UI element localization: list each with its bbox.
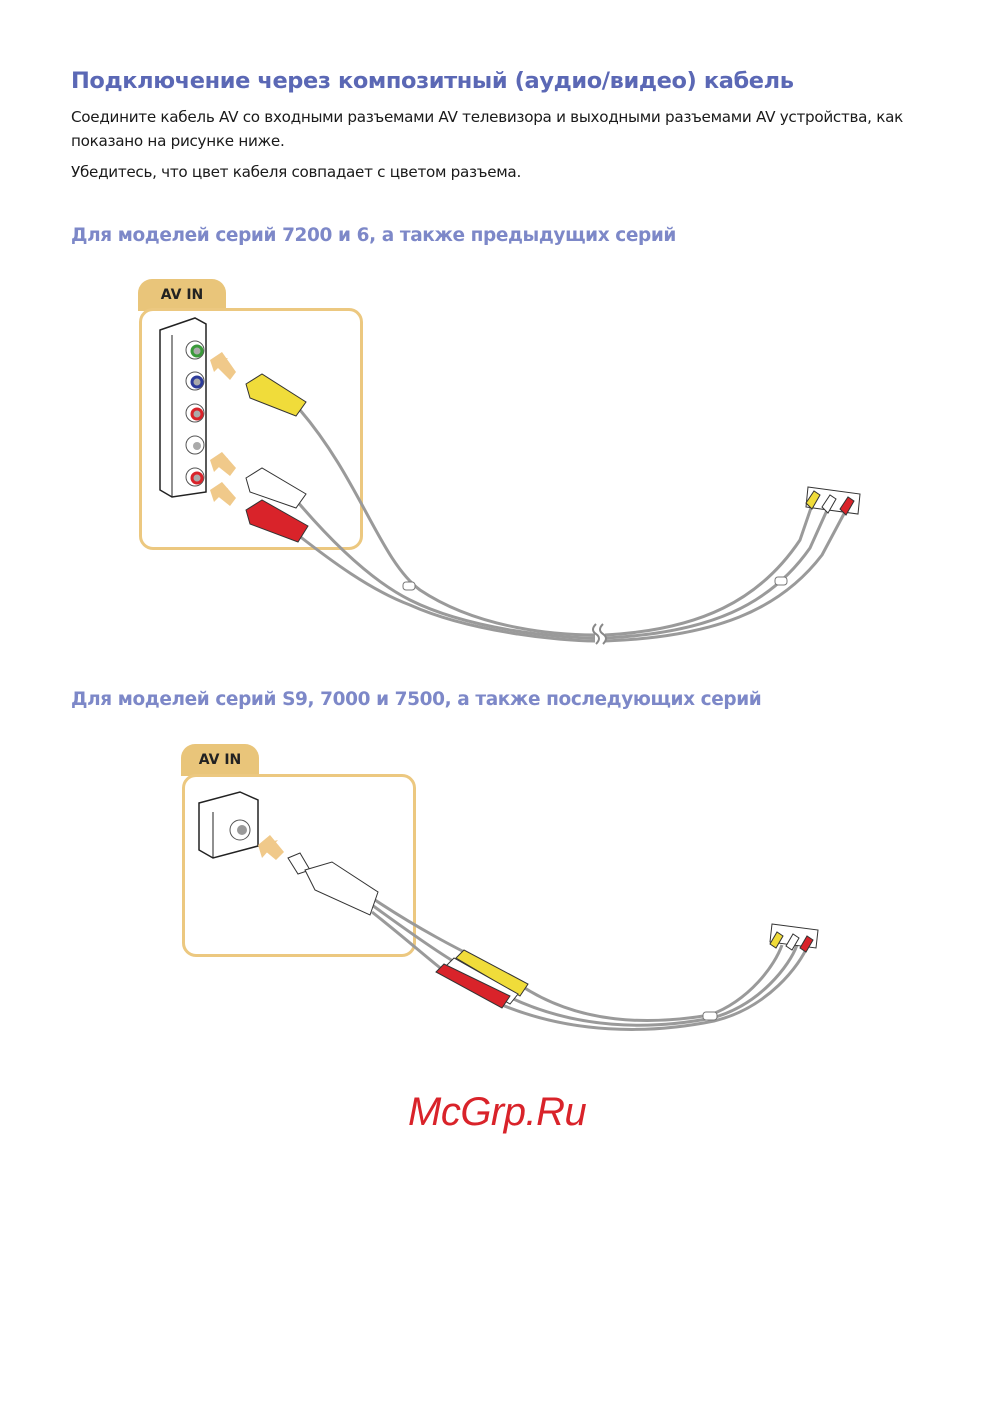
cable-break-icon xyxy=(592,623,607,645)
yellow-rca-plug xyxy=(245,373,307,417)
av-in-tab-2: AV IN xyxy=(181,744,259,776)
cable-clip xyxy=(402,581,416,591)
red-rca-plug-2 xyxy=(435,963,511,1009)
av-in-panel-2 xyxy=(182,774,416,957)
av-mini-jack-socket xyxy=(198,791,259,859)
av-in-tab-1: AV IN xyxy=(138,279,226,311)
jack-white xyxy=(185,435,205,455)
av-in-panel-1 xyxy=(139,308,363,550)
watermark: McGrp.Ru xyxy=(408,1090,587,1134)
cables-2 xyxy=(371,896,810,1031)
note-text: Убедитесь, что цвет кабеля совпадает с ц… xyxy=(71,163,521,181)
cable-clip xyxy=(774,576,788,586)
cable-clip xyxy=(702,1011,718,1021)
3.5mm-plug xyxy=(287,852,379,916)
device-output-jacks-2 xyxy=(769,923,819,953)
page-title: Подключение через композитный (аудио/вид… xyxy=(71,68,794,94)
jack-video xyxy=(185,340,205,360)
intro-text-line-2: показано на рисунке ниже. xyxy=(71,132,285,150)
white-rca-plug xyxy=(245,467,307,509)
section2-heading: Для моделей серий S9, 7000 и 7500, а так… xyxy=(71,689,762,710)
section1-heading: Для моделей серий 7200 и 6, а также пред… xyxy=(71,225,676,246)
intro-text-line-1: Соедините кабель AV со входными разъемам… xyxy=(71,108,903,126)
cables-1 xyxy=(294,409,848,643)
arrow-icon xyxy=(258,835,284,860)
device-output-jacks-1 xyxy=(805,486,861,516)
jack-red-1 xyxy=(185,403,205,423)
red-rca-plug xyxy=(245,499,309,543)
jack-blue xyxy=(185,371,205,391)
arrow-icons xyxy=(210,352,236,506)
jack-red-2 xyxy=(185,467,205,487)
av-jack-strip xyxy=(159,317,207,498)
